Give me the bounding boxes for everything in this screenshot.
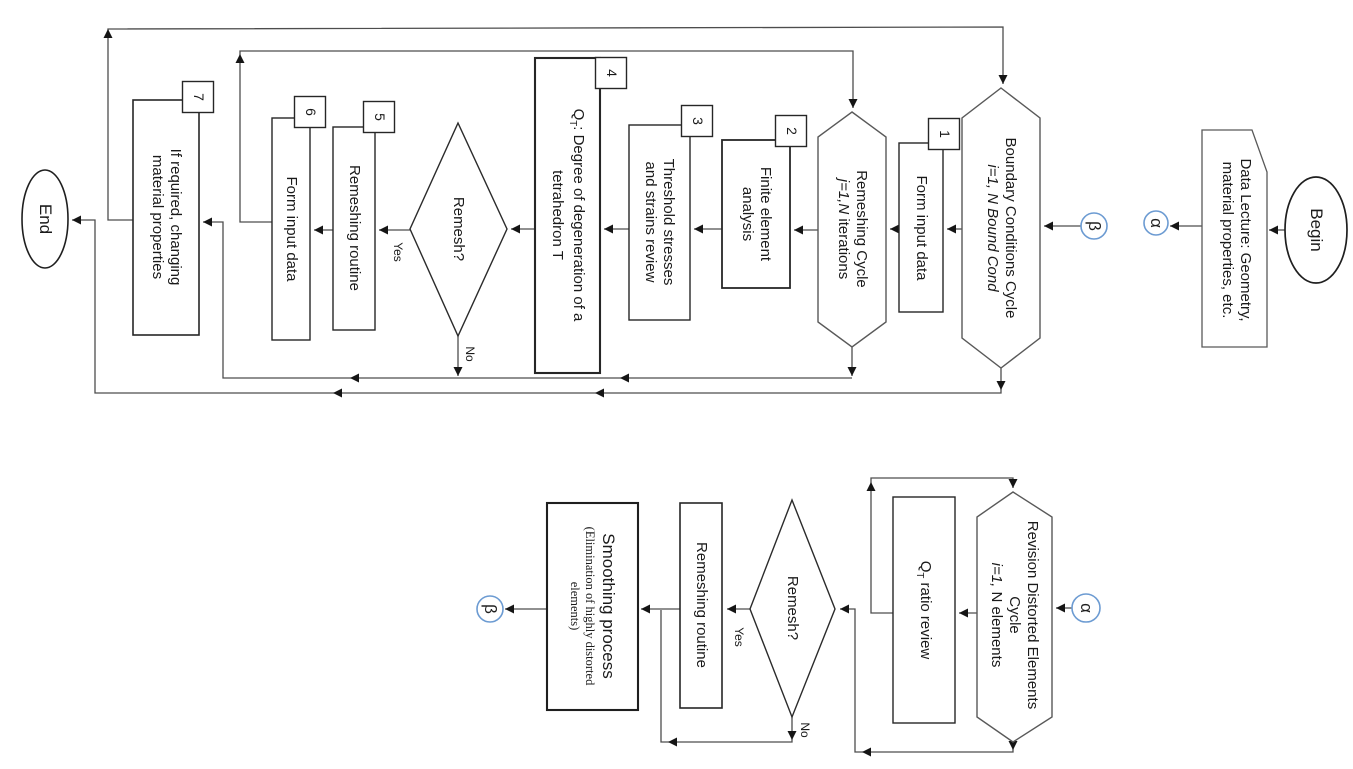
alpha-connector-bottom-shape [1071,593,1101,623]
arrowhead [1008,741,1018,750]
smoothing-box-shape [545,501,640,712]
data-card-shape [1201,129,1268,348]
remesh2-decision-diamond-shape [749,498,836,719]
step1-box-shape [898,142,944,313]
remesh-decision-diamond-shape [409,121,508,338]
revision-hexagon-shape [976,491,1053,743]
arrowhead [379,225,388,235]
badge5-shape [362,100,396,134]
connector-bottomline-step7 [203,221,852,379]
arrowhead [866,482,876,491]
arrowhead [453,367,463,376]
badge1-shape [927,117,961,151]
alpha-connector-top-shape [1143,210,1169,236]
arrowhead [604,224,613,234]
arrowhead [1170,221,1179,231]
step-badges [181,56,961,151]
arrowhead [72,215,81,225]
arrowhead [333,388,342,398]
step6-box-shape [271,117,311,341]
arrowhead [787,731,797,740]
arrowhead [314,225,323,235]
arrowhead [947,224,956,234]
badge4-shape [594,56,628,90]
step4-box-shape [533,56,602,375]
arrowhead [862,747,871,757]
step5-box-shape [332,126,376,331]
arrowhead [235,54,245,63]
arrowhead [595,388,604,398]
beta-connector-top-shape [1080,212,1108,240]
remeshing-routine-box-shape [679,502,723,709]
step7-box-shape [132,99,200,336]
step3-box-shape [628,124,691,321]
arrowhead [1056,603,1065,613]
badge7-shape [181,80,215,114]
arrowhead [694,224,703,234]
arrowhead [350,373,359,383]
arrowhead [1269,225,1278,235]
arrowhead [1044,221,1053,231]
qt-review-box-shape [892,496,956,724]
badge6-shape [293,95,327,129]
step2-box-shape [721,139,791,289]
arrowhead [996,381,1006,390]
badge2-shape [774,114,808,148]
arrowhead [794,225,803,235]
arrowhead [505,604,514,614]
arrowhead [727,604,736,614]
arrowhead [511,224,520,234]
arrowhead [641,604,650,614]
arrowheads [72,29,1278,757]
arrowhead [848,99,858,108]
arrowhead [959,608,968,618]
arrowhead [620,373,629,383]
beta-connector-bottom-shape [476,595,504,623]
arrowhead [840,604,849,614]
arrowhead [103,29,113,38]
badge3-shape [680,104,714,138]
arrowhead [847,367,857,376]
arrowhead [668,737,677,747]
boundary-conditions-hexagon-shape [961,87,1041,369]
connector-step6-loop-remeshhex [239,50,854,223]
arrowhead [890,224,899,234]
arrowhead [203,217,212,227]
begin-terminator-shape [1284,176,1348,284]
end-terminator-shape [21,169,69,269]
arrowhead [1008,479,1018,488]
remeshing-cycle-hexagon-shape [817,111,887,348]
arrowhead [998,75,1008,84]
